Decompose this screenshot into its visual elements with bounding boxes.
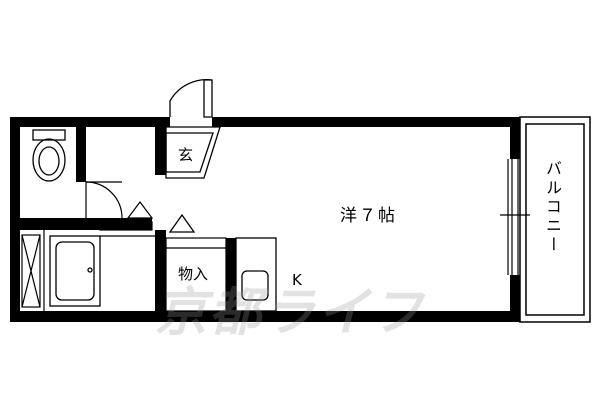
balcony-inner (525, 123, 585, 316)
bath-right-wall (155, 230, 166, 311)
entrance-label: 玄 (178, 146, 194, 164)
wall-top-left (10, 117, 170, 127)
closet-box (21, 234, 41, 308)
entrance (165, 79, 221, 233)
storage-label: 物入 (178, 265, 209, 283)
bath-closet (21, 230, 45, 311)
bathtub-outer (49, 235, 101, 307)
kitchen-counter (235, 237, 277, 312)
kitchen-label: K (292, 271, 302, 289)
balcony-outer (519, 116, 591, 323)
toilet-right-wall (76, 127, 86, 182)
washroom-door-swing (85, 181, 123, 219)
entrance-floor-inner (165, 132, 214, 173)
interior-walls (20, 127, 236, 311)
wall-right-lower (510, 275, 520, 322)
balcony-label: バルコニー (543, 160, 562, 255)
bathtub-inner (55, 241, 95, 301)
room-label: 洋７帖 (340, 206, 397, 226)
bathtub-drain (87, 267, 93, 273)
entry-left-wall (155, 127, 166, 175)
toilet-bowl (32, 138, 66, 182)
storage-box (165, 237, 227, 312)
toilet (32, 129, 66, 182)
entrance-door-leaf (203, 79, 213, 118)
wall-left (10, 117, 20, 322)
outer-walls (10, 117, 520, 322)
entrance-door-swing (169, 79, 213, 117)
wall-bottom (10, 311, 520, 322)
wall-right-upper (510, 117, 520, 159)
toilet-seat (38, 146, 60, 176)
kitchen-sink (241, 270, 269, 301)
kitchen (235, 237, 277, 312)
storage (165, 237, 227, 312)
washroom-step-triangle (126, 201, 154, 219)
entrance-step-triangle (168, 213, 196, 233)
washroom-threshold (99, 221, 153, 231)
balcony (519, 116, 591, 323)
balcony-window (500, 159, 530, 275)
toilet-tank (32, 129, 66, 141)
wall-top-right (212, 117, 520, 127)
bathtub (49, 235, 155, 307)
closet-x-2 (21, 234, 41, 308)
watermark-text: 京都ライフ (155, 283, 426, 343)
washroom (85, 181, 154, 231)
storage-right-wall (226, 238, 236, 311)
toilet-bath-divider (20, 218, 152, 230)
